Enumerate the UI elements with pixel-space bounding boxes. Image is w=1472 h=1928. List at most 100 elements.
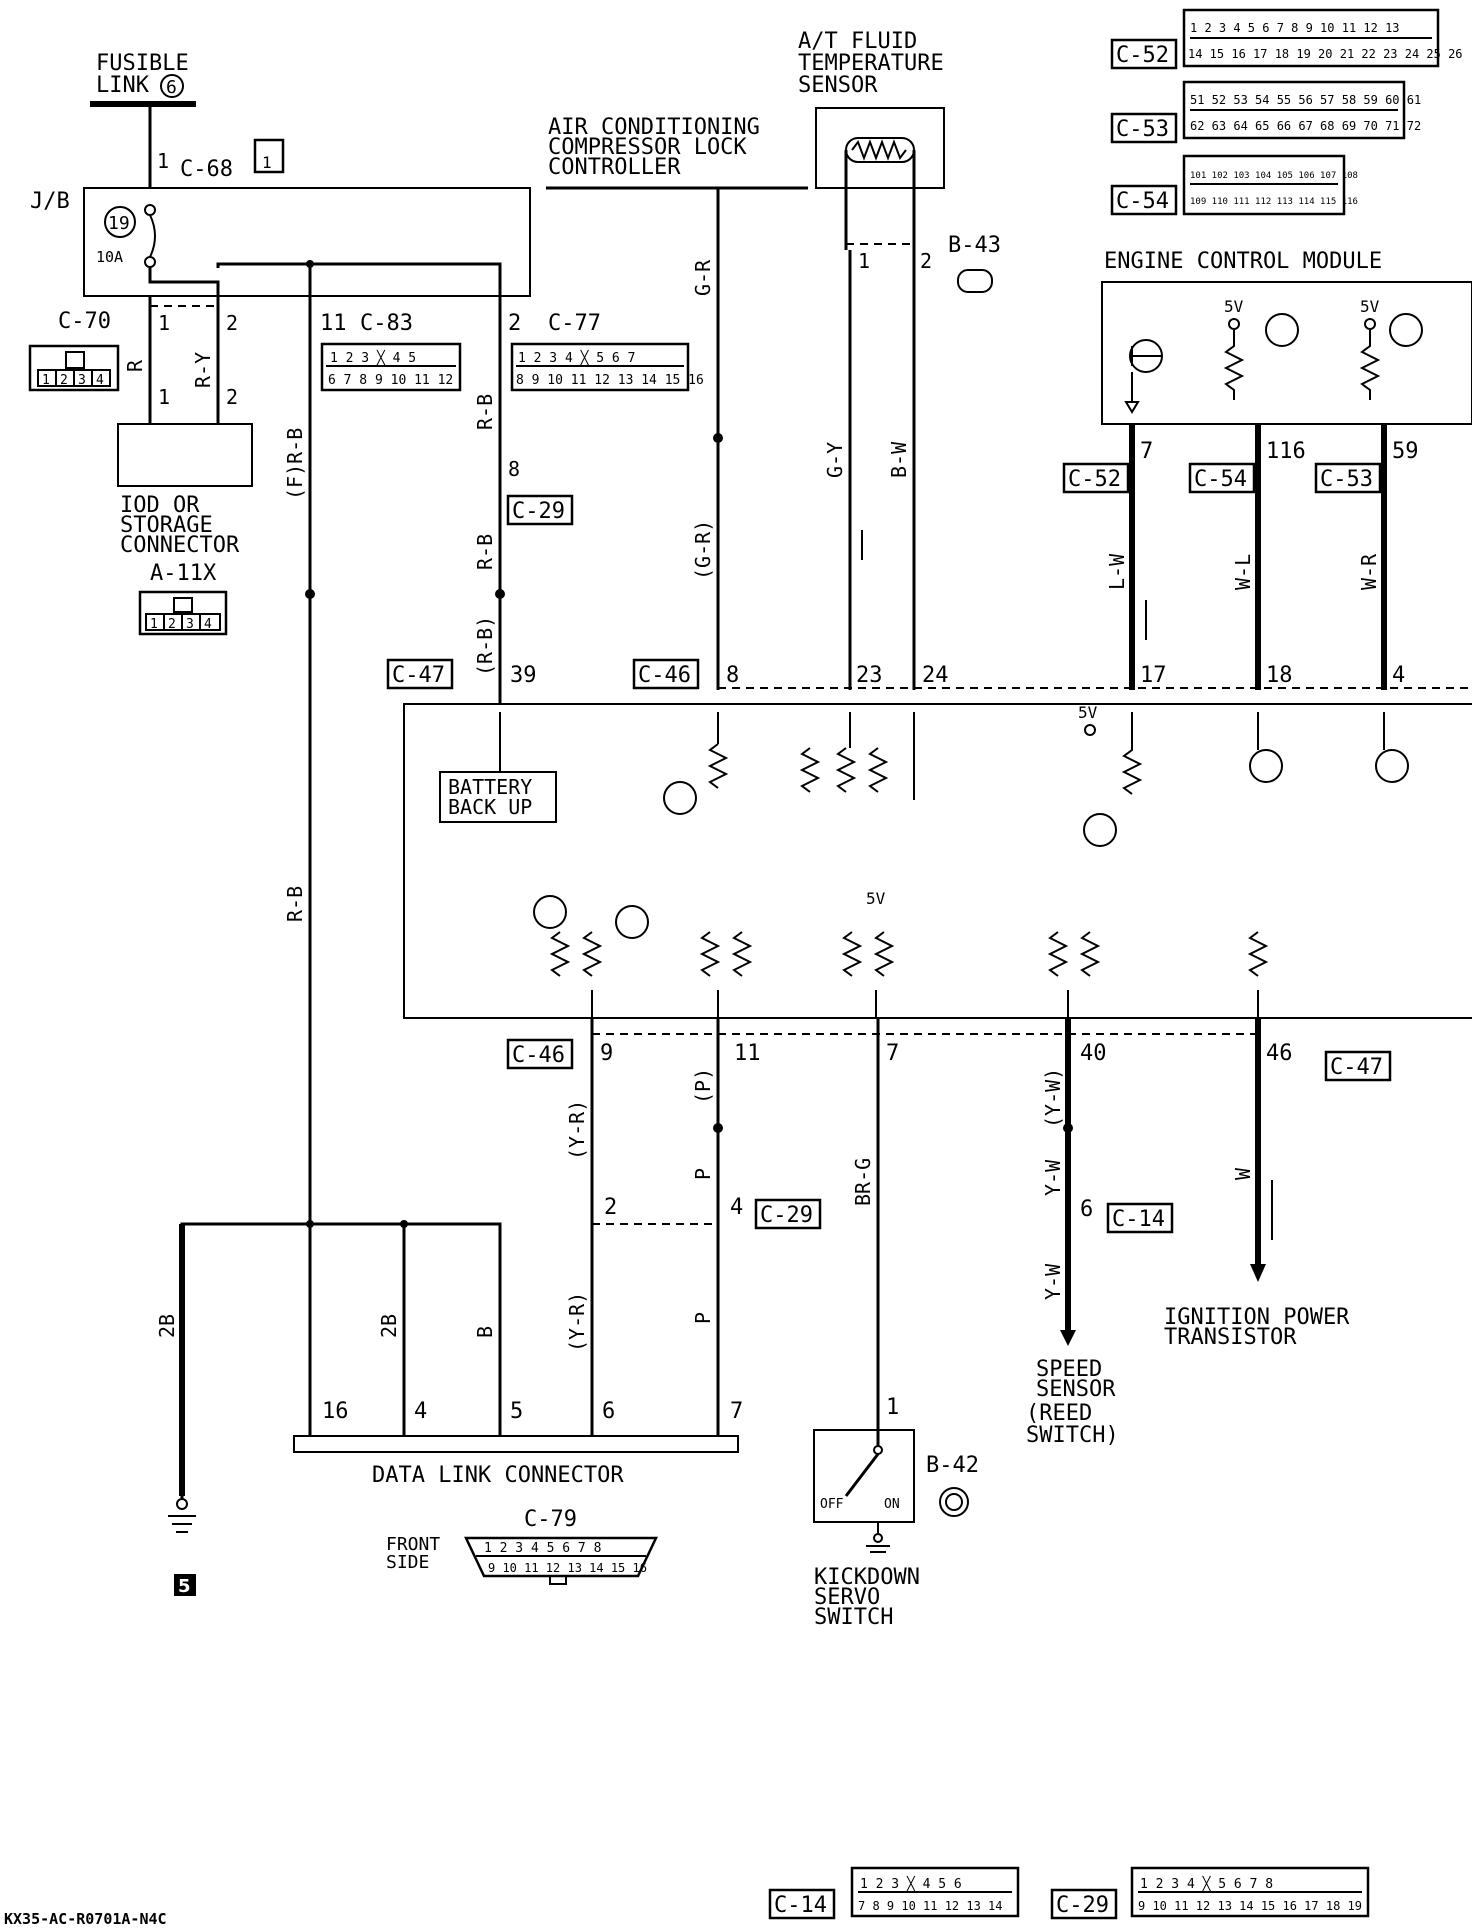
wire-label-y-r-1: (Y-R) — [565, 1100, 589, 1160]
c29-badge-2 — [754, 1198, 822, 1230]
ecm-5v-3: 5V — [1078, 703, 1098, 722]
ecm-transistor-3 — [1389, 313, 1423, 347]
at-label-2: TEMPERATURE — [798, 51, 944, 76]
ecm-pin-40: 40 — [1080, 1041, 1107, 1066]
wire-label-r-y: R-Y — [191, 352, 215, 388]
dlc-pin-6: 6 — [602, 1399, 615, 1424]
ecm-transistor-e — [1375, 749, 1409, 783]
c54-pin-116: 116 — [1266, 439, 1306, 464]
c68-connector-pin: 1 — [262, 153, 272, 172]
c47-badge-1 — [386, 658, 454, 690]
c53-pin-59: 59 — [1392, 439, 1419, 464]
dlc-bar — [293, 1435, 739, 1453]
ecm-resistor-k — [1247, 931, 1269, 977]
iod-label-2: STORAGE — [120, 513, 213, 538]
c79-label: C-79 — [524, 1507, 577, 1532]
fuse-number: 19 — [108, 213, 130, 234]
c14-label: C-14 — [1112, 1207, 1165, 1232]
c53-badge — [1110, 112, 1178, 144]
c52-connector-icon: 1 2 3 4 5 6 7 8 9 10 11 12 13 14 15 16 1… — [1182, 8, 1463, 68]
svg-text:8 9 10 11 12 13 14 15 16: 8 9 10 11 12 13 14 15 16 — [516, 373, 704, 388]
wire-label-g-y: G-Y — [823, 442, 847, 478]
dlc-group: 2B 2B B 16 4 5 6 7 DATA LINK CONNECTOR C… — [155, 1220, 743, 1597]
c29-label-1: C-29 — [512, 499, 565, 524]
dlc-label: DATA LINK CONNECTOR — [372, 1463, 624, 1488]
c70-pin-1: 1 — [158, 311, 170, 335]
ecm-sub-box — [1101, 281, 1472, 425]
c68-label: C-68 — [180, 157, 233, 182]
iod-label-3: CONNECTOR — [120, 533, 240, 558]
c54-connector-icon: 101 102 103 104 105 106 107 108 109 110 … — [1182, 154, 1358, 216]
ecm-pin-4: 4 — [1392, 663, 1405, 688]
c29-pin-2: 2 — [604, 1195, 617, 1220]
svg-text:1 2 3 ╳ 4 5 6: 1 2 3 ╳ 4 5 6 — [860, 1875, 962, 1892]
ecm-resistor-a — [707, 743, 729, 789]
wire-label-y-w-paren: (Y-W) — [1041, 1068, 1065, 1128]
speed-label-2: SENSOR — [1036, 1377, 1116, 1402]
ign-label-1: IGNITION POWER — [1164, 1305, 1350, 1330]
ground-number: 5 — [178, 1576, 191, 1597]
ecm-pin-7: 7 — [886, 1041, 899, 1066]
c54-label: C-54 — [1116, 189, 1169, 214]
speed-sensor-arrow — [1060, 1330, 1076, 1346]
c53-label-2: C-53 — [1320, 467, 1373, 492]
fuse-bottom-terminal — [144, 256, 156, 268]
svg-text:9 10 11 12 13 14 15 16: 9 10 11 12 13 14 15 16 — [488, 1561, 647, 1575]
ecm-transistor-g — [615, 905, 649, 939]
c52-label: C-52 — [1116, 43, 1169, 68]
c83-connector-icon: 1 2 3 ╳ 4 5 6 7 8 9 10 11 12 — [320, 342, 462, 392]
speed-label-1: SPEED — [1036, 1357, 1102, 1382]
iod-pin-1: 1 — [158, 385, 170, 409]
c46-badge-2 — [506, 1038, 574, 1070]
wire-label-b: B — [473, 1326, 497, 1338]
fusible-number-circle — [160, 74, 184, 98]
c46-label-2: C-46 — [512, 1043, 565, 1068]
svg-text:7 8 9 10 11 12 13 14: 7 8 9 10 11 12 13 14 — [858, 1899, 1003, 1913]
c47-label-2: C-47 — [1330, 1055, 1383, 1080]
c14-pin-6: 6 — [1080, 1197, 1093, 1222]
ecm-resistor-i1 — [841, 931, 863, 977]
a11x-connector-icon: 1 2 3 4 — [138, 590, 228, 636]
b42-pin-1: 1 — [886, 1395, 899, 1420]
c53-label: C-53 — [1116, 117, 1169, 142]
c70-label: C-70 — [58, 309, 111, 334]
sensor-labels: SPEED SENSOR (REED SWITCH) IGNITION POWE… — [1026, 1305, 1350, 1448]
kickdown-group: 1 OFF ON B-42 KICKDOWN SERVO SWITCH — [813, 1395, 979, 1630]
dlc-pin-5: 5 — [510, 1399, 523, 1424]
svg-text:1 2 3 ╳ 4 5: 1 2 3 ╳ 4 5 — [330, 349, 416, 366]
ecm-header-group: ENGINE CONTROL MODULE 5V 5V 7 116 59 C-5… — [1062, 249, 1472, 690]
svg-text:3: 3 — [186, 617, 194, 632]
switch-lever — [844, 1453, 880, 1497]
c52-pin-7: 7 — [1140, 439, 1153, 464]
ignition-arrow — [1250, 1264, 1266, 1282]
svg-text:2: 2 — [60, 373, 68, 388]
iod-label-1: IOD OR — [120, 493, 200, 518]
c68-pin-1: 1 — [157, 149, 169, 173]
wire-label-w-l: W-L — [1231, 554, 1255, 590]
at-label-3: SENSOR — [798, 73, 878, 98]
c70-iod-group: C-70 1 2 1 2 3 4 R R-Y 1 2 IOD OR STORAG… — [28, 296, 253, 636]
wire-label-y-w-1: Y-W — [1041, 1159, 1065, 1196]
ecm-resistor-h2 — [731, 931, 753, 977]
b43-label: B-43 — [948, 233, 1001, 258]
kick-label-2: SERVO — [814, 1585, 880, 1610]
jb-splice — [306, 260, 314, 268]
kickdown-switch-box — [813, 1429, 915, 1523]
c68-connector-icon — [253, 138, 285, 174]
ecm-title: ENGINE CONTROL MODULE — [1104, 249, 1382, 274]
connector-legends-top: C-52 1 2 3 4 5 6 7 8 9 10 11 12 13 14 15… — [1110, 8, 1463, 216]
wire-label-2b-2: 2B — [377, 1314, 401, 1338]
ecm-resistor-2 — [1359, 330, 1381, 400]
svg-text:1 2 3 4 ╳ 5 6 7 8: 1 2 3 4 ╳ 5 6 7 8 — [1140, 1875, 1273, 1892]
wire-label-r-b-1: R-B — [473, 394, 497, 430]
b43-pin-1: 1 — [858, 249, 870, 273]
c29-label-2: C-29 — [760, 1203, 813, 1228]
ecm-transistor-d — [1249, 749, 1283, 783]
svg-text:4: 4 — [204, 617, 212, 632]
wire-label-2b-1: 2B — [155, 1314, 179, 1338]
svg-text:14 15 16 17 18 19 20 21 22 23: 14 15 16 17 18 19 20 21 22 23 24 25 26 — [1188, 47, 1463, 61]
ground-number-badge — [174, 1574, 196, 1596]
c29-pin-4: 4 — [730, 1195, 743, 1220]
wire-label-r-b-paren: (R-B) — [473, 616, 497, 676]
wire-label-r: R — [123, 359, 147, 372]
